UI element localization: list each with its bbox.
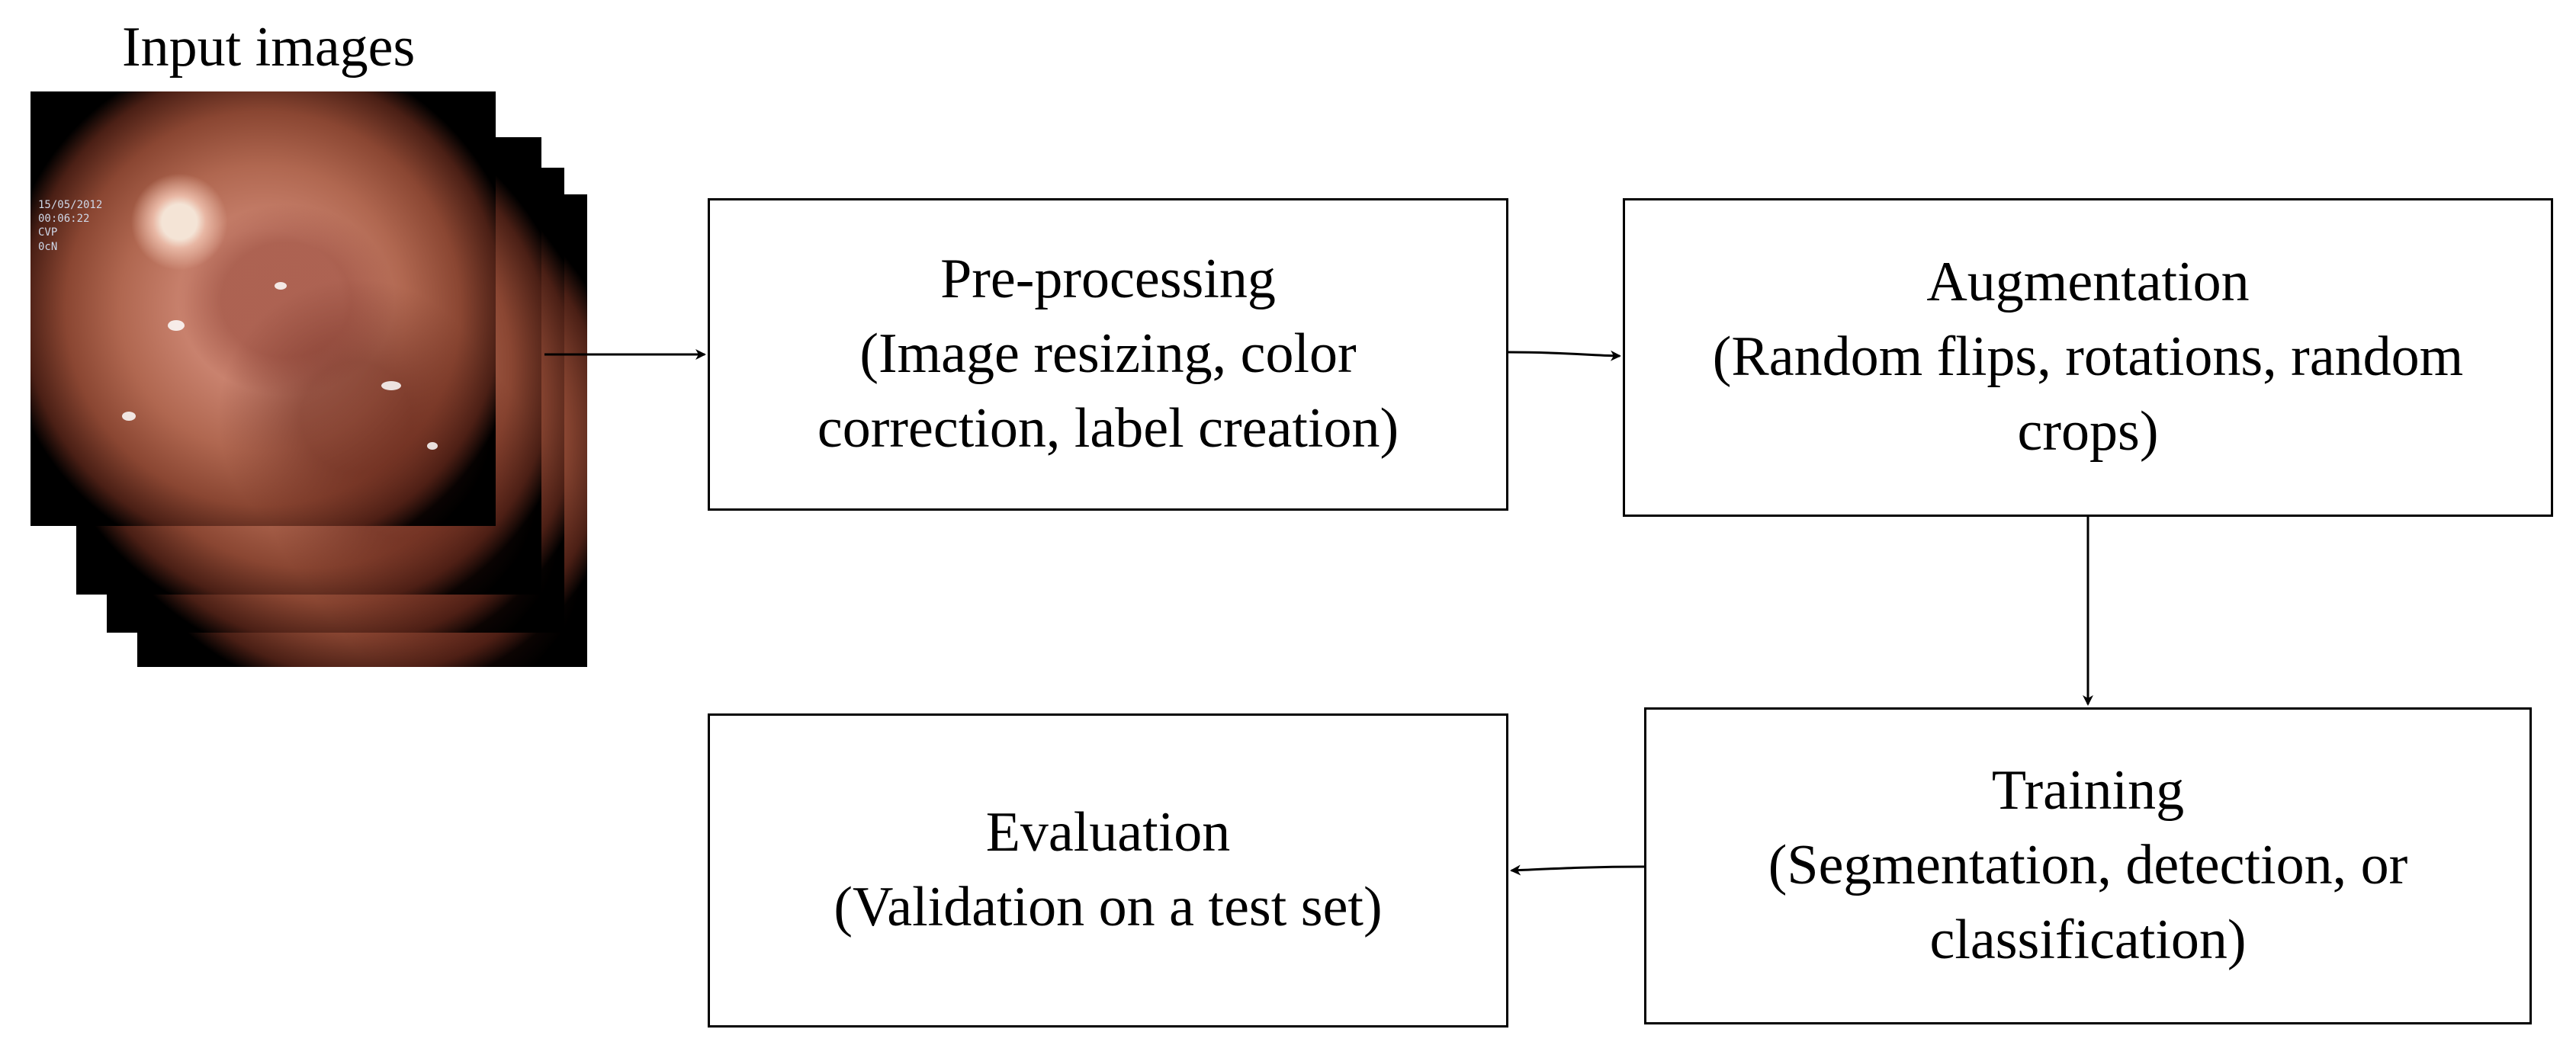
- node-augmentation: Augmentation (Random flips, rotations, r…: [1623, 198, 2553, 517]
- node-augmentation-line-3: crops): [2017, 399, 2159, 463]
- node-augmentation-line-2: (Random flips, rotations, random: [1712, 325, 2464, 389]
- edge-training-to-evaluation: [1510, 864, 1645, 876]
- node-evaluation-line-1: Evaluation: [985, 801, 1231, 864]
- node-preprocessing: Pre-processing (Image resizing, color co…: [708, 198, 1508, 511]
- node-augmentation-line-1: Augmentation: [1926, 251, 2250, 314]
- image-overlay-text: 15/05/2012 00:06:22 CVP 0cN: [38, 199, 103, 253]
- node-training-line-3: classification): [1929, 908, 2247, 971]
- node-training-line-2: (Segmentation, detection, or: [1768, 834, 2408, 897]
- node-evaluation: Evaluation (Validation on a test set): [708, 713, 1508, 1028]
- input-image-frame-1: 15/05/2012 00:06:22 CVP 0cN: [31, 91, 496, 526]
- node-training: Training (Segmentation, detection, or cl…: [1644, 707, 2532, 1024]
- node-preprocessing-line-3: correction, label creation): [817, 396, 1399, 460]
- input-images-title: Input images: [122, 16, 416, 79]
- node-evaluation-line-2: (Validation on a test set): [834, 876, 1383, 938]
- edge-preprocessing-to-augmentation: [1508, 350, 1621, 361]
- node-training-line-1: Training: [1991, 759, 2185, 822]
- input-image-stack: 15/05/2012 00:06:22 CVP 0cN: [31, 91, 587, 667]
- node-preprocessing-line-1: Pre-processing: [940, 248, 1276, 311]
- node-preprocessing-line-2: (Image resizing, color: [859, 322, 1357, 386]
